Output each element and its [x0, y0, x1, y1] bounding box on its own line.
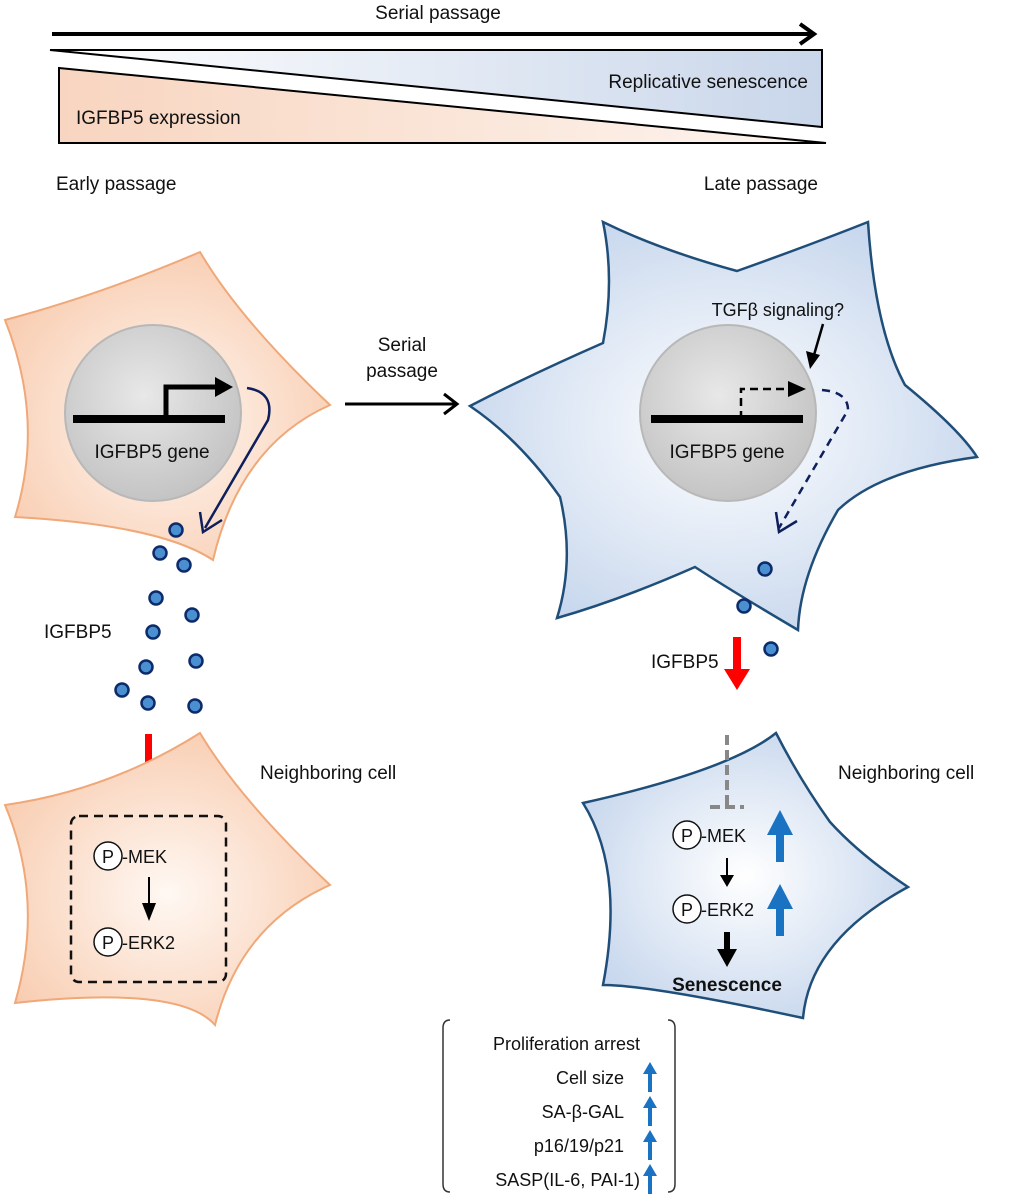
- increase-arrow-icon: [767, 884, 793, 936]
- senescence-wedge: [49, 49, 823, 129]
- igfbp5-wedge-label: IGFBP5 expression: [76, 108, 241, 129]
- decrease-arrow-icon: [724, 637, 750, 690]
- late-neighbor-membrane: [581, 731, 911, 1020]
- right-bracket: [667, 1019, 676, 1193]
- phospho-icon: [93, 927, 123, 957]
- phenotype-label: Proliferation arrest: [493, 1034, 640, 1054]
- protein-dot: [152, 545, 168, 561]
- increase-arrow-icon: [767, 810, 793, 862]
- igfbp5-wedge: [58, 66, 827, 144]
- increase-arrow-icon: [643, 1096, 657, 1126]
- increase-arrow-icon: [643, 1164, 657, 1194]
- protein-dot: [176, 557, 192, 573]
- mek-label: -MEK: [122, 847, 167, 867]
- late-neighboring-cell: P -MEK P -ERK2 Senescence: [581, 731, 911, 1020]
- tgfb-signal-label: TGFβ signaling?: [712, 300, 844, 320]
- weakened-inhibition-icon: [710, 735, 744, 809]
- senescence-arrow-icon: [717, 932, 737, 967]
- increase-arrow-icon: [643, 1062, 657, 1092]
- protein-dot: [757, 561, 773, 577]
- phenotype-label: SASP(IL-6, PAI-1): [495, 1170, 640, 1190]
- erk2-label: -ERK2: [122, 933, 175, 953]
- pathway-dashed-box: [69, 814, 228, 984]
- phenotype-label: p16/19/p21: [534, 1136, 624, 1156]
- top-panel: Serial passage Replicative senescence IG…: [49, 3, 827, 195]
- inactive-promoter-icon: [651, 381, 806, 423]
- increase-arrow-icon: [643, 1130, 657, 1160]
- p-mek-node: P -MEK: [93, 841, 167, 871]
- protein-dot: [140, 695, 156, 711]
- activation-arrow-icon: [142, 877, 156, 921]
- phospho-icon: [672, 894, 702, 924]
- phenotype-label: Cell size: [556, 1068, 624, 1088]
- svg-text:P: P: [681, 826, 693, 846]
- protein-dot: [187, 698, 203, 714]
- protein-dot: [736, 598, 752, 614]
- secretion-arrow-icon: [198, 386, 271, 535]
- late-erk2-label: -ERK2: [701, 900, 754, 920]
- senescence-outcome-label: Senescence: [672, 975, 782, 996]
- protein-dot: [114, 682, 130, 698]
- tgfb-arrow-icon: [806, 323, 825, 369]
- early-igfbp5-label: IGFBP5: [44, 622, 112, 643]
- early-passage-label: Early passage: [56, 174, 176, 195]
- phenotype-item: SASP(IL-6, PAI-1): [495, 1164, 657, 1194]
- late-secreted-proteins: [736, 561, 779, 657]
- phenotype-item: Proliferation arrest: [493, 1034, 640, 1054]
- protein-dot: [188, 653, 204, 669]
- serial-passage-title: Serial passage: [375, 3, 501, 24]
- early-passage-cell: IGFBP5 gene: [3, 250, 332, 562]
- late-activation-arrow-icon: [720, 858, 734, 887]
- early-gene-label: IGFBP5 gene: [94, 442, 209, 463]
- protein-dot: [168, 522, 184, 538]
- svg-text:P: P: [102, 933, 114, 953]
- active-promoter-icon: [73, 377, 233, 423]
- early-secreted-proteins: [114, 522, 204, 714]
- transition-label-line1: Serial: [378, 335, 427, 356]
- left-bracket: [442, 1019, 451, 1193]
- phospho-icon: [672, 820, 702, 850]
- p-erk2-node: P -ERK2: [93, 927, 175, 957]
- protein-dot: [763, 641, 779, 657]
- early-neighbor-membrane: [3, 731, 332, 1028]
- protein-dot: [148, 590, 164, 606]
- late-neighbor-label: Neighboring cell: [838, 763, 974, 784]
- phospho-icon: [93, 841, 123, 871]
- serial-passage-arrow: [52, 22, 818, 46]
- protein-dot: [145, 624, 161, 640]
- late-nucleus: [639, 324, 817, 502]
- early-nucleus: [64, 324, 242, 502]
- transition: Serial passage: [345, 335, 460, 416]
- protein-dot: [184, 607, 200, 623]
- phenotype-label: SA-β-GAL: [542, 1102, 624, 1122]
- svg-text:P: P: [102, 847, 114, 867]
- phenotype-item: p16/19/p21: [534, 1130, 657, 1160]
- early-neighbor-label: Neighboring cell: [260, 763, 396, 784]
- late-p-erk2-node: P -ERK2: [672, 894, 754, 924]
- late-gene-label: IGFBP5 gene: [669, 442, 784, 463]
- late-passage-cell: IGFBP5 gene TGFβ signaling?: [467, 219, 980, 633]
- transition-label-line2: passage: [366, 361, 438, 382]
- late-igfbp5-label: IGFBP5: [651, 652, 719, 673]
- early-neighboring-cell: P -MEK P -ERK2: [3, 731, 332, 1028]
- phenotype-item: SA-β-GAL: [542, 1096, 657, 1126]
- senescence-wedge-label: Replicative senescence: [608, 72, 808, 93]
- reduced-secretion-arrow-icon: [774, 388, 850, 535]
- late-mek-label: -MEK: [701, 826, 746, 846]
- transition-arrow-icon: [345, 392, 460, 416]
- protein-dot: [138, 659, 154, 675]
- late-passage-label: Late passage: [704, 174, 818, 195]
- late-p-mek-node: P -MEK: [672, 820, 746, 850]
- phenotype-item: Cell size: [556, 1062, 657, 1092]
- svg-text:P: P: [681, 900, 693, 920]
